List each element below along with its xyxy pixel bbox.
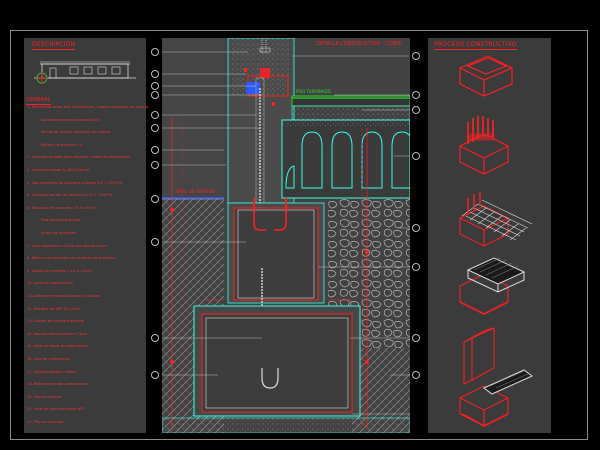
- notes-panel-title: DESCRIPCION: [32, 41, 76, 50]
- note-item: 4. Sobrecimiento de concreto ciclopeo 1:…: [27, 180, 123, 185]
- callout-bubble: [151, 111, 159, 119]
- note-item: 1. Plancha de acero A36 10x20x6mm, sujet…: [27, 105, 149, 109]
- note-item: Pernos de anclaje roscados con tuerca: [41, 130, 111, 135]
- note-item: Soldadura electrica continua E70: [41, 117, 101, 122]
- note-item: 12. Estribos de 3/8" @ 0.20m: [27, 306, 80, 311]
- note-item: 3. Acero corrugado fy 4200 kg/cm2: [27, 168, 91, 172]
- callout-bubble: [412, 91, 420, 99]
- ground-level-label: NIVEL DE TERRENO: [176, 189, 216, 194]
- step-1-formwork-icon: [459, 55, 513, 97]
- callout-bubble: [412, 224, 420, 232]
- elevation-thumbnail: [34, 61, 136, 84]
- note-item: 21. Piso de concreto: [27, 420, 64, 424]
- section-detail-drawing: [162, 38, 410, 433]
- note-item: 20. Nivel de piso terminado NPT: [27, 407, 85, 412]
- callout-bubble: [151, 48, 159, 56]
- process-panel: PROCESO CONSTRUCTIVO: [428, 38, 551, 433]
- step-3-mesh-icon: [459, 192, 533, 247]
- note-item: 6. Falso piso de concreto 1:8 e=10cm: [27, 205, 95, 210]
- section-detail-panel: DETALLE CONSTRUCTIVO - CORTE PISO TERMIN…: [162, 38, 410, 433]
- note-item: 11. Acero de refuerzo columna 4 varillas: [27, 294, 100, 298]
- callout-bubble: [151, 334, 159, 342]
- callout-bubble: [412, 52, 420, 60]
- callout-bubble: [412, 263, 420, 271]
- note-item: Relleno de mortero 1:3: [41, 142, 83, 147]
- note-item: 17. Viga peraltada h=60cm: [27, 369, 77, 374]
- callout-bubble: [151, 70, 159, 78]
- process-panel-title: PROCESO CONSTRUCTIVO: [434, 41, 517, 50]
- step-5-wall-icon: [459, 327, 533, 427]
- note-item: 19. Terreno natural: [27, 394, 62, 399]
- note-item: 2. Concreto armado para columna y base d…: [27, 155, 131, 160]
- callout-bubble: [151, 195, 159, 203]
- note-item: 18. Relleno granular compactado: [27, 382, 87, 387]
- note-item: 5. Cimiento corrido de concreto 1:10 + 3…: [27, 193, 113, 198]
- process-steps-drawing: [459, 55, 533, 427]
- detail-title: DETALLE CONSTRUCTIVO - CORTE: [317, 41, 402, 47]
- note-item: 7. Losa aligerada h=20cm con ladrillo hu…: [27, 243, 108, 248]
- note-item: 13. Zapata de concreto armado: [27, 319, 84, 324]
- callout-bubble: [412, 371, 420, 379]
- drawing-border: [10, 30, 588, 440]
- callout-bubble: [151, 82, 159, 90]
- callout-bubble: [151, 371, 159, 379]
- note-item: Piso terminado pulido: [41, 218, 80, 223]
- note-item: Juntas de dilatacion: [41, 231, 77, 235]
- floor-finish-label: PISO TERMINADO: [296, 89, 331, 94]
- notes-panel: DESCRIPCION GENERAL 1. Plancha de acero …: [24, 38, 149, 433]
- note-item: 8. Relleno compactado con material de pr…: [27, 256, 116, 261]
- note-item: 15. Nivel de fondo de cimentacion: [27, 344, 89, 349]
- callout-bubble: [151, 161, 159, 169]
- callout-bubble: [412, 152, 420, 160]
- callout-bubble: [151, 124, 159, 132]
- callout-bubble: [151, 91, 159, 99]
- notes-legend-title: GENERAL: [26, 97, 51, 105]
- note-item: 16. Viga de cimentacion: [27, 357, 71, 361]
- callout-bubble: [151, 146, 159, 154]
- note-item: 10. Junta de construccion: [27, 281, 73, 286]
- callout-bubble: [151, 238, 159, 246]
- callout-bubble: [412, 106, 420, 114]
- step-4-slab-icon: [459, 257, 526, 315]
- callout-bubble: [412, 334, 420, 342]
- note-item: 14. Recubrimiento minimo 7.5cm: [27, 331, 87, 336]
- note-item: 9. Solado de concreto 1:12 e=10cm: [27, 268, 92, 273]
- step-2-rebar-icon: [459, 116, 509, 175]
